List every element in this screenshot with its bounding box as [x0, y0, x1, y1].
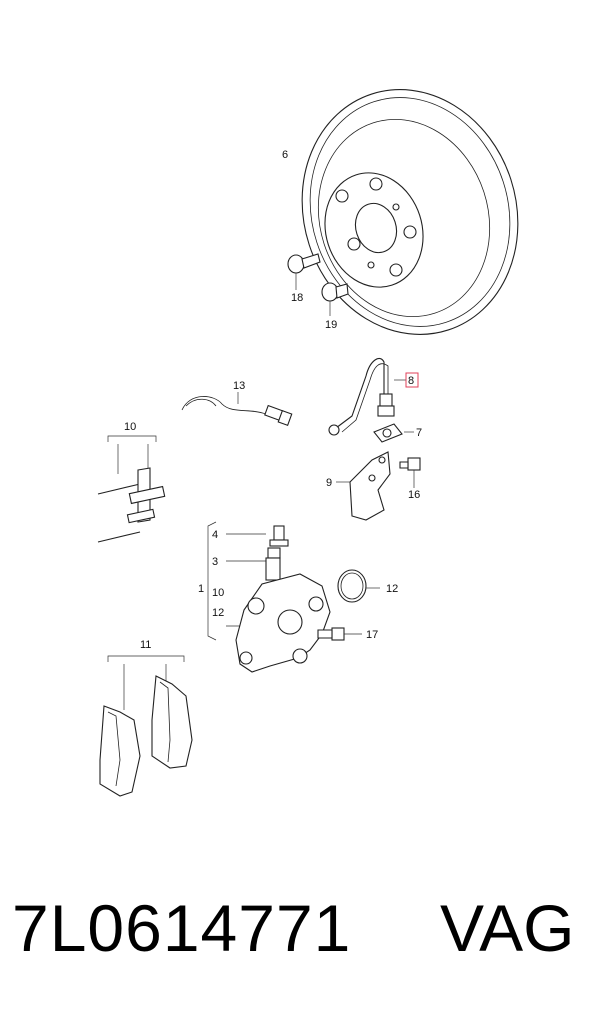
- label-18: 18: [291, 292, 303, 304]
- brake-disc: [301, 89, 519, 335]
- wear-sensor-cable: [181, 392, 293, 427]
- label-19: 19: [325, 319, 337, 331]
- seal-ring: [337, 569, 380, 603]
- brake-caliper: [235, 573, 331, 673]
- label-13: 13: [233, 380, 245, 392]
- label-10: 10: [212, 587, 224, 599]
- disc-screw-19: [321, 282, 349, 316]
- bleeder-screw: [269, 525, 289, 547]
- label-12: 12: [386, 583, 398, 595]
- label-6: 6: [282, 149, 288, 161]
- washer: [373, 423, 414, 443]
- disc-screw-18: [287, 253, 321, 290]
- exploded-brake-diagram: 6 18 19 13 8 7 10 9 16 4 3 1 10 12 12 17…: [97, 89, 519, 797]
- label-9: 9: [326, 477, 332, 489]
- bleeder-cap: [265, 547, 281, 581]
- brake-hose: [328, 358, 419, 436]
- label-1: 1: [198, 583, 204, 595]
- part-number: 7L0614771: [12, 891, 352, 965]
- label-7: 7: [416, 427, 422, 439]
- brand-name: VAG: [440, 891, 575, 965]
- bolt-16: [399, 457, 421, 488]
- label-4: 4: [212, 529, 218, 541]
- brake-pads: [99, 655, 193, 797]
- caliper-assembly-bracket: [207, 521, 266, 641]
- label-10-kit: 10: [124, 421, 136, 433]
- part-labels: 6 18 19 13 8 7 10 9 16 4 3 1 10 12 12 17…: [124, 149, 422, 651]
- label-3: 3: [212, 556, 218, 568]
- hose-bracket: [336, 451, 391, 521]
- label-17: 17: [366, 629, 378, 641]
- label-8: 8: [408, 375, 414, 387]
- pad-retaining-kit: [97, 435, 166, 543]
- label-12-caliper: 12: [212, 607, 224, 619]
- bolt-17: [317, 627, 362, 641]
- label-11: 11: [140, 639, 151, 651]
- label-16: 16: [408, 489, 420, 501]
